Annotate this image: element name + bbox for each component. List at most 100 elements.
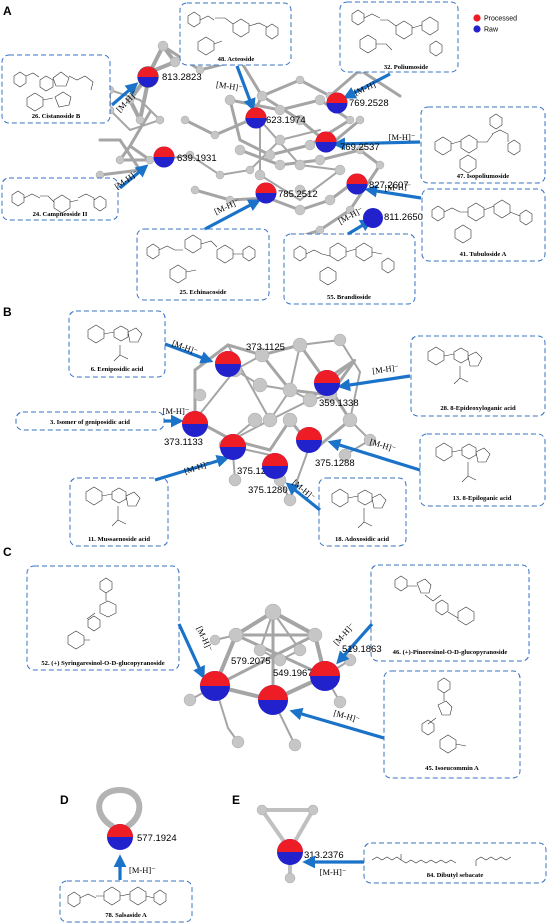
compound-label-6: 6. Eeniposidic acid <box>91 366 144 373</box>
arrow-18 <box>285 482 321 512</box>
network-node-375a[interactable]: 375.1287 <box>220 434 277 477</box>
compound-label-28: 28. 8-Epideoxyloganic acid <box>440 405 516 412</box>
mz-label-579: 579.2075 <box>231 656 271 667</box>
compound-label-11: 11. Mussaenoside acid <box>88 536 150 543</box>
panel-b-highlighted-nodes: 373.1125 359.1338 373.1133 375.1287 375. <box>164 342 359 496</box>
compound-box-45: 45. Isoeucommin A <box>383 670 521 779</box>
panel-c-highlighted-nodes: 579.2075 549.1967 519.1863 <box>200 644 382 715</box>
compound-box-24: 24. Campneoside II <box>1 177 119 221</box>
panel-d: D 577.1924 [M-H]⁻ 78. Salsaside A <box>59 786 193 923</box>
mz-label-549: 549.1967 <box>273 668 313 679</box>
arrow-45 <box>289 707 385 740</box>
arrow-28 <box>337 374 411 392</box>
compound-box-25: 25. Echinacoside <box>136 228 270 301</box>
panel-d-self-loop <box>96 786 143 829</box>
network-node-769b[interactable]: 769.2537 <box>315 131 380 154</box>
network-node-639[interactable]: 639.1931 <box>153 146 217 168</box>
arrow-32 <box>342 72 391 99</box>
mz-label-375c: 375.1280 <box>248 485 288 496</box>
panel-c-letter: C <box>3 545 12 559</box>
network-node-785[interactable]: 785.2512 <box>255 182 318 204</box>
network-node-373a[interactable]: 373.1125 <box>215 342 285 377</box>
compound-label-3: 3. Isomer of geniposidic acid <box>50 419 130 426</box>
mz-label-577: 577.1924 <box>137 833 177 844</box>
panel-a-network-background <box>95 40 402 245</box>
adduct-label-78: [M-H]⁻ <box>129 865 156 875</box>
network-node-813[interactable]: 813.2823 <box>137 66 202 88</box>
arrow-48 <box>235 65 256 112</box>
mz-label-813: 813.2823 <box>162 72 202 83</box>
arrow-24 <box>118 164 149 190</box>
compound-label-32: 32. Poliumoside <box>384 64 428 71</box>
network-node-519[interactable]: 519.1863 <box>310 644 382 691</box>
compound-label-24: 24. Campneoside II <box>33 211 88 218</box>
network-node-577[interactable]: 577.1924 <box>107 824 177 850</box>
compound-label-55: 55. Brandioside <box>327 294 371 301</box>
mz-label-375b: 375.1288 <box>315 458 355 469</box>
mz-label-623: 623.1974 <box>266 115 306 126</box>
compound-box-13: 13. 8-Epiloganic acid <box>419 433 546 507</box>
panel-a-arrows <box>110 65 422 236</box>
compound-box-46: 46. (+)-Pinoresinol-O-D-glucopyranoside <box>370 564 530 662</box>
adduct-label-11: [M-H]⁻ <box>183 458 212 476</box>
adduct-label-45: [M-H]⁻ <box>333 708 362 725</box>
adduct-label-47: [M-H]⁻ <box>389 132 416 142</box>
arrow-25 <box>204 199 262 231</box>
mz-label-769b: 769.2537 <box>340 142 380 153</box>
adduct-label-13: [M-H]⁻ <box>369 436 398 454</box>
network-node-359[interactable]: 359.1338 <box>314 370 359 409</box>
legend-processed-swatch <box>473 14 481 22</box>
compound-label-47: 47. Isopoliumoside <box>457 173 509 180</box>
compound-box-55: 55. Brandioside <box>283 233 416 305</box>
panel-c-network-background <box>183 603 357 752</box>
compound-box-26: 26. Cistanoside B <box>1 54 111 124</box>
adduct-label-28: [M-H]⁻ <box>372 362 400 376</box>
legend-raw-swatch <box>473 25 481 33</box>
network-node-313[interactable]: 313.2376 <box>277 839 344 865</box>
arrow-13 <box>327 438 421 472</box>
mz-label-639: 639.1931 <box>177 153 217 164</box>
panel-c-arrows <box>177 622 385 740</box>
network-node-373b[interactable]: 373.1133 <box>164 411 208 448</box>
network-node-375b[interactable]: 375.1288 <box>296 427 355 469</box>
network-node-549[interactable]: 549.1967 <box>258 668 313 715</box>
network-node-827[interactable]: 827.2607 <box>346 173 409 195</box>
arrow-26 <box>110 82 139 107</box>
arrow-11 <box>154 454 230 482</box>
compound-label-13: 13. 8-Epiloganic acid <box>453 495 512 502</box>
compound-box-3: 3. Isomer of geniposidic acid <box>15 411 165 431</box>
adduct-label-41: [M-H]⁻ <box>384 181 412 193</box>
panel-e: E 313.2376 [M-H]⁻ 84. Dibutyl sebacate <box>232 793 547 884</box>
compound-label-46: 46. (+)-Pinoresinol-O-D-glucopyranoside <box>393 649 508 656</box>
panel-b-arrows <box>154 342 421 512</box>
mz-label-811: 811.2650 <box>384 212 423 223</box>
panel-e-letter: E <box>232 793 240 807</box>
compound-label-84: 84. Dibutyl sebacate <box>427 872 484 879</box>
compound-label-52: 52. (+) Syringaresinol-O-D-glucopyranosi… <box>41 660 164 667</box>
compound-label-48: 48. Acteoside <box>218 56 255 63</box>
adduct-label-6: [M-H]⁻ <box>171 338 200 357</box>
network-node-811[interactable]: 811.2650 <box>363 208 423 228</box>
network-node-375c[interactable]: 375.1280 <box>248 453 288 496</box>
arrow-55 <box>347 219 373 236</box>
mz-label-313: 313.2376 <box>304 850 344 861</box>
compound-box-52: 52. (+) Syringaresinol-O-D-glucopyranosi… <box>26 565 180 671</box>
adduct-label-48: [M-H]⁻ <box>216 79 244 93</box>
network-node-623[interactable]: 623.1974 <box>245 107 306 129</box>
network-node-769a[interactable]: 769.2528 <box>326 92 389 114</box>
network-node-579[interactable]: 579.2075 <box>200 656 271 701</box>
arrow-52 <box>177 623 205 680</box>
mz-label-519: 519.1863 <box>342 644 382 655</box>
adduct-label-32: [M-H]⁻ <box>353 77 382 97</box>
mz-label-827: 827.2607 <box>369 180 409 191</box>
compound-box-11: 11. Mussaenoside acid <box>69 477 169 547</box>
mz-label-375a: 375.1287 <box>237 466 277 477</box>
compound-box-18: 18. Adoxosidic acid <box>318 477 407 547</box>
compound-box-41: 41. Tubuloside A <box>421 188 546 262</box>
mz-label-769a: 769.2528 <box>349 98 389 109</box>
compound-box-78: 78. Salsaside A <box>59 880 193 923</box>
adduct-label-84: [M-H]⁻ <box>320 867 347 877</box>
mz-label-373b: 373.1133 <box>164 437 203 448</box>
mz-label-359: 359.1338 <box>319 398 359 409</box>
